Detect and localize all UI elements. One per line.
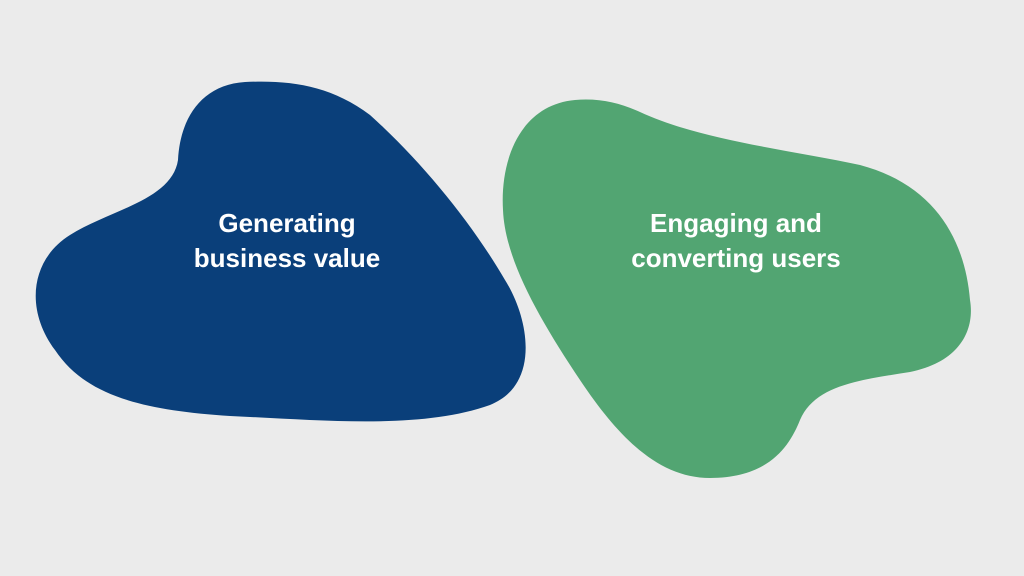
converting-users-line1: Engaging and bbox=[650, 208, 822, 238]
business-value-label: Generating business value bbox=[137, 206, 437, 276]
business-value-line2: business value bbox=[193, 243, 381, 273]
converting-users-line2: converting users bbox=[631, 243, 841, 273]
business-value-line1: Generating bbox=[218, 208, 356, 238]
converting-users-label: Engaging and converting users bbox=[586, 206, 886, 276]
blob-business-value bbox=[35, 81, 526, 422]
blob-converting-users bbox=[502, 99, 971, 478]
